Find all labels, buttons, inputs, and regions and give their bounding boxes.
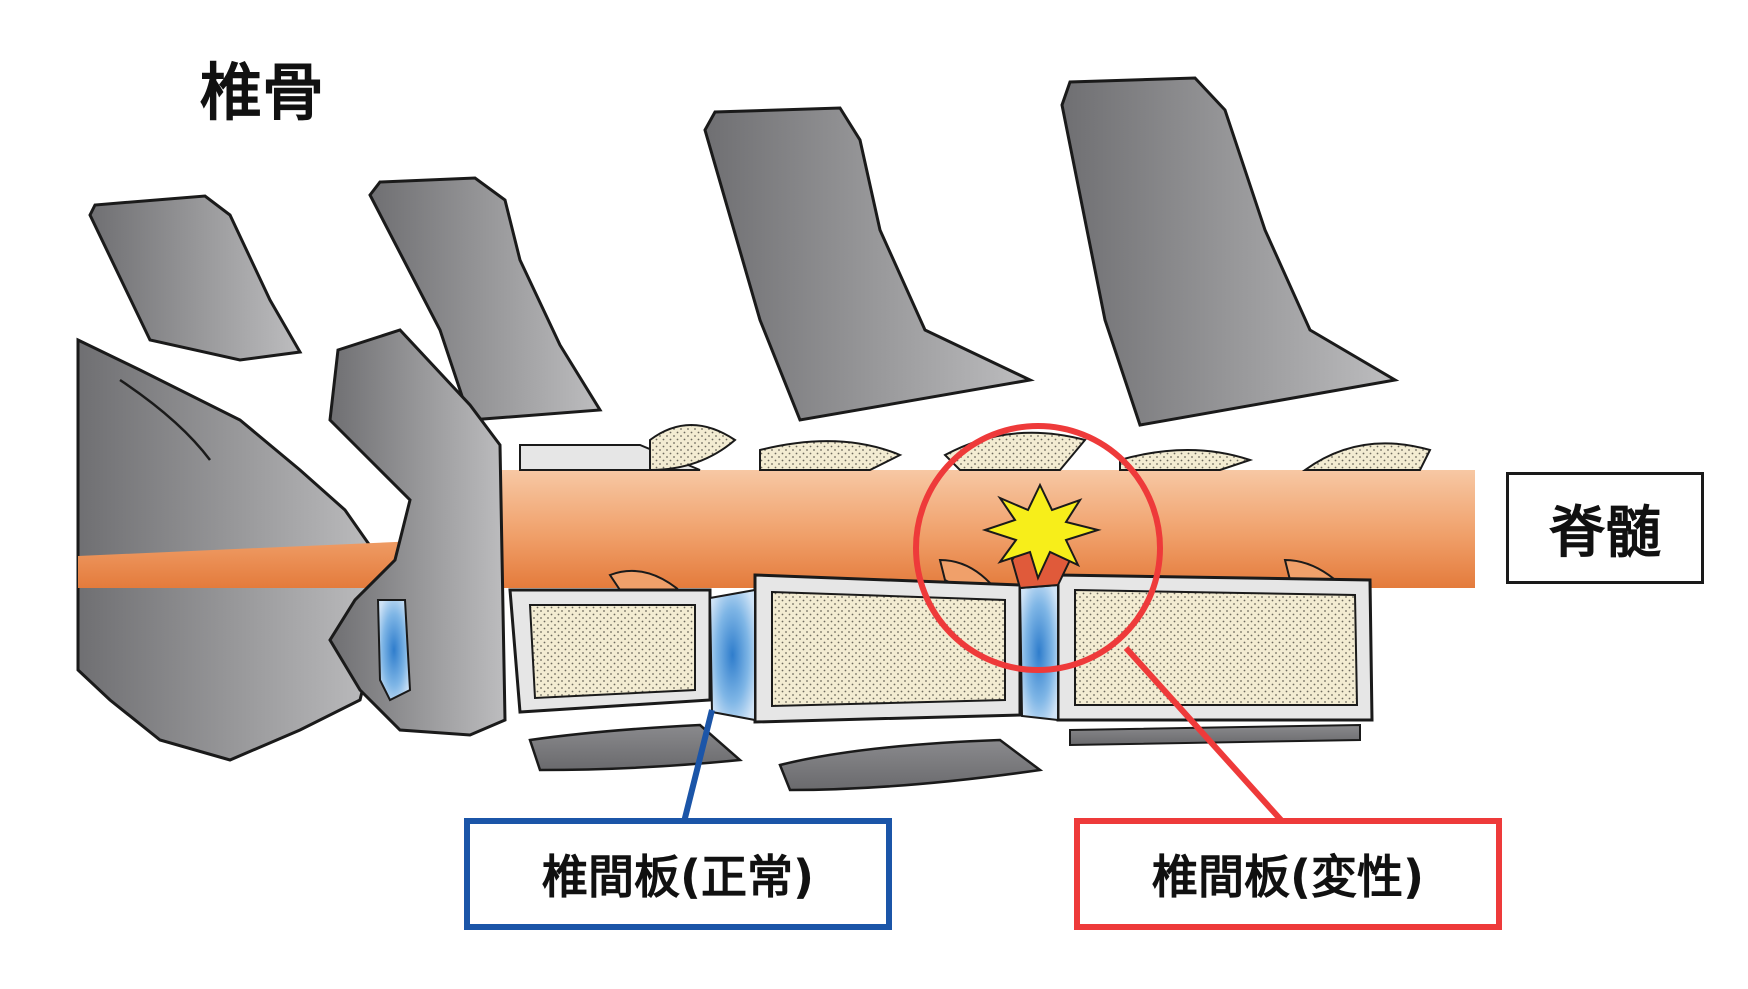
lesion-highlight-circle — [913, 423, 1163, 673]
disc-degenerated-label: 椎間板(変性) — [1074, 818, 1502, 930]
spinous-process-1 — [88, 194, 303, 362]
spinal-cord-label: 脊髄 — [1506, 472, 1704, 584]
disc-normal-left — [376, 599, 412, 702]
leader-line-degenerated — [1123, 645, 1293, 833]
disc-normal-label: 椎間板(正常) — [464, 818, 892, 930]
vertebra-2-arch — [328, 328, 507, 737]
disc-normal — [708, 588, 756, 722]
pain-burst — [981, 482, 1102, 581]
vertebral-body-1 — [508, 588, 712, 714]
page-title: 椎骨 — [200, 56, 325, 129]
spinous-process-3 — [703, 106, 1035, 422]
vertebral-body-2 — [753, 573, 1022, 724]
spinous-process-4 — [1060, 76, 1400, 427]
vertebral-body-3 — [1056, 573, 1374, 722]
disc-degenerated — [1018, 583, 1059, 722]
leader-line-normal — [679, 709, 715, 831]
spinous-process-2 — [368, 176, 603, 422]
